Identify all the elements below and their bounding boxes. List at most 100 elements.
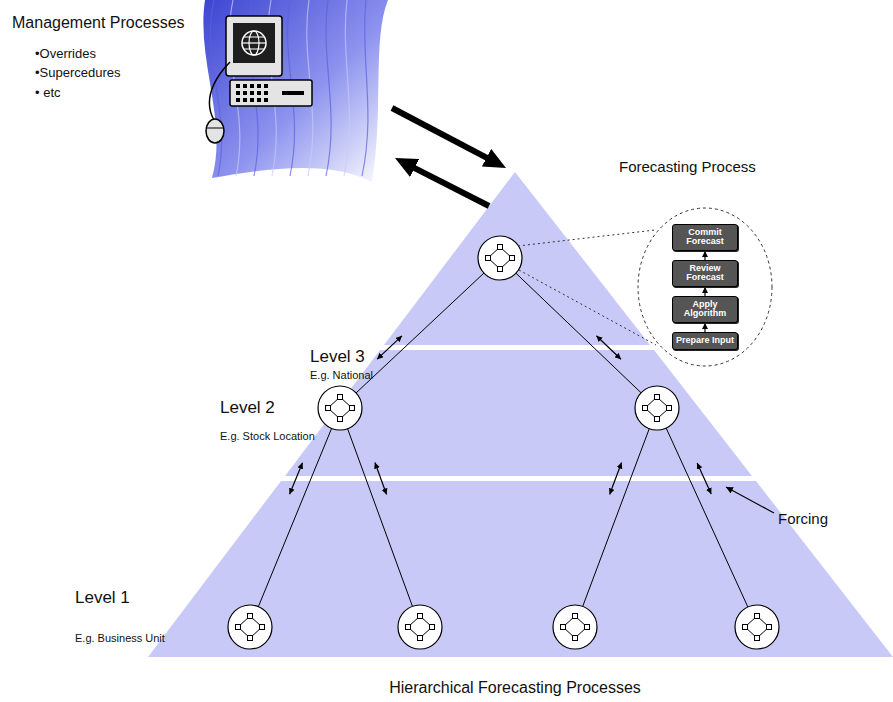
leader-line bbox=[519, 270, 656, 345]
hierarchy-tree bbox=[585, 625, 590, 630]
band-shape bbox=[384, 172, 650, 345]
keypad bbox=[236, 91, 240, 95]
connector-arrow bbox=[596, 336, 621, 359]
hierarchy-tree bbox=[553, 605, 597, 649]
mouse bbox=[206, 119, 224, 143]
hierarchy-tree bbox=[248, 614, 253, 619]
wave-background bbox=[203, 0, 388, 182]
hierarchy-tree bbox=[635, 386, 679, 430]
hierarchy-tree bbox=[755, 614, 760, 619]
hierarchy-tree bbox=[561, 625, 566, 630]
connector-arrow bbox=[375, 463, 387, 495]
node-heading: Commit Forecast bbox=[675, 228, 735, 247]
management-panel: Management Processes •Overrides •Supercedu… bbox=[8, 8, 390, 180]
drive-slot bbox=[282, 91, 304, 95]
hierarchy-tree bbox=[356, 273, 484, 393]
hierarchy-tree bbox=[348, 429, 413, 607]
hierarchy-tree bbox=[767, 625, 772, 630]
hierarchy-tree bbox=[573, 636, 578, 641]
hierarchy-tree bbox=[238, 616, 262, 638]
node-heading: Forecasting Process bbox=[619, 158, 756, 175]
node-heading: Review Forecast bbox=[675, 264, 735, 283]
hierarchy-tree bbox=[755, 636, 760, 641]
hierarchy-tree bbox=[635, 386, 679, 430]
screen bbox=[233, 23, 275, 63]
band-shape bbox=[148, 481, 893, 657]
wave-streaks bbox=[362, 0, 368, 176]
hierarchy-tree bbox=[735, 605, 779, 649]
hierarchy-tree bbox=[318, 386, 362, 430]
node-heading: Management Processes bbox=[12, 14, 185, 32]
keypad bbox=[257, 98, 261, 102]
wave-streaks bbox=[326, 0, 331, 176]
hierarchy-tree bbox=[430, 625, 435, 630]
flow-arrow bbox=[414, 168, 489, 206]
keypad bbox=[243, 91, 247, 95]
connector-arrow bbox=[704, 251, 705, 260]
connector-arrow bbox=[704, 287, 705, 296]
connector-arrow bbox=[610, 463, 622, 495]
hierarchy-tree bbox=[563, 616, 587, 638]
connector-arrow bbox=[377, 336, 402, 359]
globe bbox=[242, 31, 266, 55]
hierarchy-tree bbox=[553, 605, 597, 649]
node-text: E.g. National bbox=[310, 369, 373, 382]
mouse-cable bbox=[209, 62, 230, 120]
flow-arrow bbox=[392, 108, 487, 158]
hierarchy-tree bbox=[418, 614, 423, 619]
hierarchy-tree bbox=[406, 625, 411, 630]
process-ellipse: Forecasting ProcessCommit ForecastReview… bbox=[637, 207, 773, 367]
keypad bbox=[264, 98, 268, 102]
computer-base bbox=[230, 80, 312, 106]
hierarchy-tree bbox=[745, 616, 769, 638]
diagram-caption: Hierarchical Forecasting Processes bbox=[389, 679, 641, 697]
hierarchy-tree bbox=[498, 245, 503, 250]
hierarchy-tree bbox=[478, 236, 522, 280]
process-step: Commit Forecast bbox=[672, 224, 738, 251]
hierarchy-tree bbox=[643, 406, 648, 411]
process-step: Prepare Input bbox=[672, 332, 738, 350]
node-text: •Overrides bbox=[35, 47, 96, 62]
hierarchy-tree bbox=[418, 636, 423, 641]
mouse bbox=[206, 128, 224, 129]
hierarchy-tree bbox=[398, 605, 442, 649]
hierarchy-tree bbox=[228, 236, 779, 649]
hierarchy-tree bbox=[236, 625, 241, 630]
hierarchy-tree bbox=[655, 395, 660, 400]
hierarchy-tree bbox=[326, 406, 331, 411]
leader-line bbox=[518, 230, 655, 246]
node-heading: Level 2 bbox=[220, 398, 275, 418]
process-step: Apply Algorithm bbox=[672, 296, 738, 323]
hierarchy-tree bbox=[510, 256, 515, 261]
hierarchy-tree bbox=[408, 616, 432, 638]
globe bbox=[244, 37, 264, 38]
keypad bbox=[264, 84, 268, 88]
hierarchy-tree bbox=[486, 256, 491, 261]
connector-arrow bbox=[697, 463, 711, 494]
keypad bbox=[243, 84, 247, 88]
node-heading: Level 3 bbox=[310, 347, 365, 367]
node-text: E.g. Stock Location bbox=[220, 430, 315, 443]
node-heading: Prepare Input bbox=[675, 336, 735, 345]
hierarchy-tree bbox=[583, 429, 650, 607]
hierarchy-tree bbox=[328, 397, 352, 419]
keypad bbox=[236, 84, 268, 102]
hierarchy-tree bbox=[743, 625, 748, 630]
node-heading: Level 1 bbox=[75, 588, 130, 608]
hierarchy-tree bbox=[735, 605, 779, 649]
computer-icon bbox=[203, 0, 388, 182]
keypad bbox=[250, 98, 254, 102]
hierarchy-tree bbox=[248, 636, 253, 641]
process-step: Review Forecast bbox=[672, 260, 738, 287]
hierarchy-tree bbox=[260, 625, 265, 630]
wave-streaks bbox=[210, 0, 368, 176]
hierarchy-tree bbox=[318, 386, 362, 430]
level-band: Level 2E.g. Stock Location bbox=[285, 350, 752, 476]
keypad bbox=[236, 84, 240, 88]
band-shape bbox=[384, 172, 650, 345]
node-text: •Supercedures bbox=[35, 66, 121, 81]
keypad bbox=[250, 84, 254, 88]
